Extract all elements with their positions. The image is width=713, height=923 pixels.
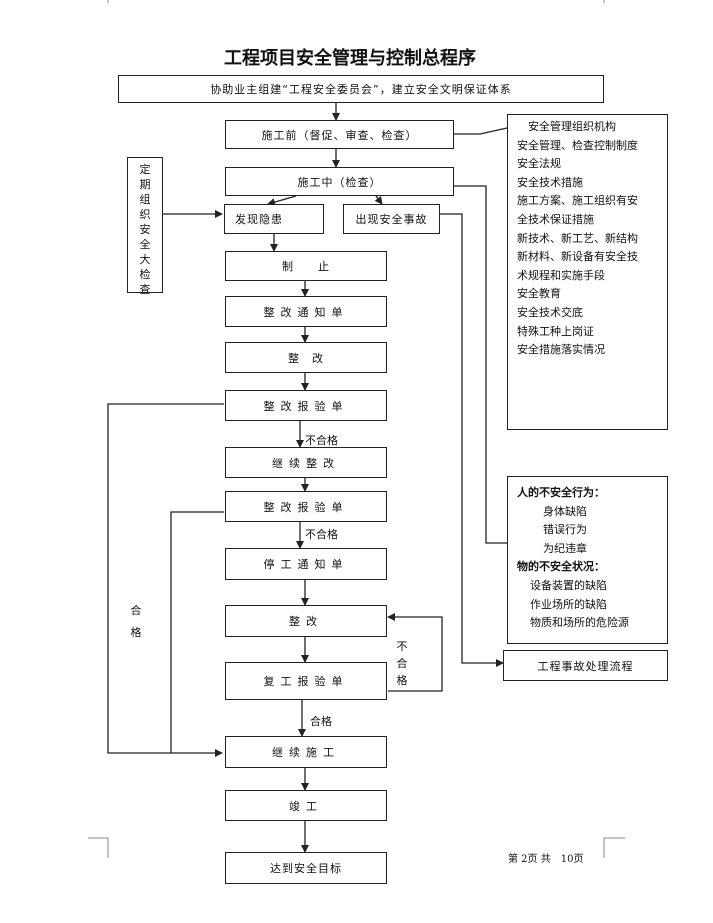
periodic-check-char: 期 [139,178,151,191]
safety-item: 施工方案、施工组织有安 [517,194,638,208]
before-construction-box: 施工前（督促、审查、检查） [225,120,454,149]
unsafe-factors-panel: 人的不安全行为： 身体缺陷 错误行为 为纪违章 物的不安全状况： 设备装置的缺陷… [507,476,668,644]
accident-process-box: 工程事故处理流程 [503,650,668,681]
unsafe-things-item: 作业场所的缺陷 [530,597,607,611]
safety-item: 全技术保证措施 [517,212,594,226]
stop-work-notice-box: 停工通知单 [225,548,387,580]
page-title: 工程项目安全管理与控制总程序 [224,48,476,69]
safety-item: 特殊工种上岗证 [517,324,594,338]
safety-item: 安全技术措施 [517,175,583,189]
pass-side-char: 合 [130,604,142,617]
unsafe-people-item: 为纪违章 [543,541,587,555]
pass-label: 合格 [310,715,332,728]
safety-item: 安全法规 [517,157,561,171]
unsafe-people-item: 错误行为 [543,523,587,537]
rectify-box-2: 整改 [225,605,387,637]
periodic-check-char: 定 [139,163,151,176]
periodic-check-char: 检 [139,268,151,281]
safety-item: 安全管理组织机构 [517,120,616,133]
safety-item: 新技术、新工艺、新结构 [517,231,638,245]
rectify-report-box-2: 整改报验单 [225,491,387,522]
unsafe-things-title: 物的不安全状况： [517,560,605,574]
rectify-notice-box: 整改通知单 [225,296,387,327]
unsafe-things-item: 物质和场所的危险源 [530,616,629,630]
safety-system-panel: 安全管理组织机构 安全管理、检查控制制度 安全法规 安全技术措施 施工方案、施工… [507,114,668,430]
assist-committee-box: 协助业主组建“工程安全委员会”，建立安全文明保证体系 [118,75,604,103]
safety-goal-box: 达到安全目标 [225,852,387,884]
periodic-check-char: 查 [139,283,151,296]
resume-report-box: 复工报验单 [225,662,387,700]
continue-construction-box: 继续施工 [225,736,387,768]
stop-box: 制 止 [225,251,387,281]
continue-rectify-box: 继续整改 [225,447,387,478]
safety-item: 安全教育 [517,287,561,301]
fail-label-2: 不合格 [305,528,338,541]
accident-box: 出现安全事故 [343,204,440,234]
periodic-check-box: 定 期 组 织 安 全 大 检 查 [127,157,163,296]
pass-side-char: 格 [130,626,142,639]
unsafe-things-item: 设备装置的缺陷 [530,578,607,592]
pass-side-label: 合 格 [129,600,143,644]
fail-label-1: 不合格 [305,434,338,447]
fail-side-char: 格 [396,674,408,687]
safety-item: 安全技术交底 [517,305,583,319]
fail-side-label: 不 合 格 [395,638,409,689]
safety-item: 新材料、新设备有安全技 [517,250,638,264]
periodic-check-char: 大 [139,253,151,266]
safety-item: 安全管理、检查控制制度 [517,138,638,152]
periodic-check-char: 织 [139,208,151,221]
periodic-check-char: 安 [139,223,151,236]
safety-item: 术规程和实施手段 [517,268,605,282]
periodic-check-char: 全 [139,238,151,251]
periodic-check-char: 组 [139,193,151,206]
fail-side-char: 不 [396,640,408,653]
unsafe-people-title: 人的不安全行为： [517,486,605,499]
hazard-box: 发现隐患 [224,204,324,234]
page-footer: 第 2页 共 10页 [508,854,584,865]
during-construction-box: 施工中（检查） [225,167,454,196]
unsafe-people-item: 身体缺陷 [543,504,587,518]
completion-box: 竣工 [225,790,387,821]
rectify-report-box-1: 整改报验单 [225,390,387,421]
fail-side-char: 合 [396,657,408,670]
rectify-box-1: 整 改 [225,342,387,373]
safety-item: 安全措施落实情况 [517,343,605,357]
